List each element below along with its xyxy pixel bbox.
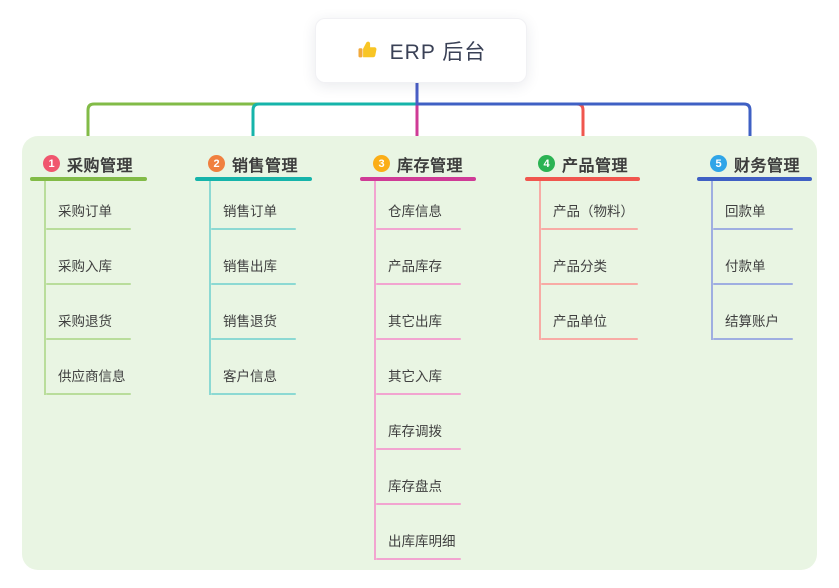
branch-2-header[interactable]: 2 销售管理 (195, 150, 312, 177)
child-item[interactable]: 产品库存 (376, 230, 476, 285)
root-node[interactable]: ERP 后台 (315, 18, 527, 83)
child-underline (541, 338, 638, 340)
child-underline (46, 228, 131, 230)
child-label: 库存盘点 (388, 479, 442, 494)
branch-3-header[interactable]: 3 库存管理 (360, 150, 476, 177)
child-item[interactable]: 其它出库 (376, 285, 476, 340)
child-item[interactable]: 其它入库 (376, 340, 476, 395)
child-label: 回款单 (725, 204, 766, 219)
child-item[interactable]: 采购入库 (46, 230, 147, 285)
branch-5-children: 回款单 付款单 结算账户 (711, 181, 812, 340)
branch-2-underline (195, 177, 312, 181)
branch-1-header[interactable]: 1 采购管理 (30, 150, 147, 177)
child-label: 产品单位 (553, 314, 607, 329)
child-underline (376, 228, 461, 230)
child-underline (376, 393, 461, 395)
child-item[interactable]: 产品（物料） (541, 181, 640, 230)
child-label: 采购订单 (58, 204, 112, 219)
child-label: 销售出库 (223, 259, 277, 274)
branch-3-label: 库存管理 (397, 157, 464, 175)
branch-1-number-badge: 1 (43, 155, 60, 172)
child-underline (376, 503, 461, 505)
branch-3-underline (360, 177, 476, 181)
child-item[interactable]: 销售退货 (211, 285, 312, 340)
child-item[interactable]: 付款单 (713, 230, 812, 285)
branches-panel (22, 136, 817, 570)
child-label: 库存调拨 (388, 424, 442, 439)
thumbs-up-icon (358, 41, 377, 58)
branch-4-header[interactable]: 4 产品管理 (525, 150, 640, 177)
child-label: 销售订单 (223, 204, 277, 219)
child-item[interactable]: 采购订单 (46, 181, 147, 230)
child-underline (211, 338, 296, 340)
child-label: 产品库存 (388, 259, 442, 274)
child-label: 产品分类 (553, 259, 607, 274)
branch-5-number-badge: 5 (710, 155, 727, 172)
child-underline (211, 283, 296, 285)
root-node-label: ERP 后台 (389, 40, 487, 64)
child-underline (713, 228, 793, 230)
branch-5-header[interactable]: 5 财务管理 (697, 150, 812, 177)
child-item[interactable]: 出库库明细 (376, 505, 476, 560)
branch-4-number-badge: 4 (538, 155, 555, 172)
branch-2: 2 销售管理 销售订单 销售出库 销售退货 客户信息 (195, 150, 312, 395)
child-underline (46, 283, 131, 285)
child-label: 供应商信息 (58, 369, 126, 384)
branch-4-underline (525, 177, 640, 181)
branch-1-underline (30, 177, 147, 181)
branch-3-number-badge: 3 (373, 155, 390, 172)
child-underline (376, 558, 461, 560)
child-underline (211, 228, 296, 230)
branch-1: 1 采购管理 采购订单 采购入库 采购退货 供应商信息 (30, 150, 147, 395)
child-underline (211, 393, 296, 395)
child-item[interactable]: 产品分类 (541, 230, 640, 285)
child-item[interactable]: 采购退货 (46, 285, 147, 340)
child-label: 结算账户 (725, 314, 779, 329)
child-underline (713, 283, 793, 285)
branch-1-children: 采购订单 采购入库 采购退货 供应商信息 (44, 181, 147, 395)
branch-5-underline (697, 177, 812, 181)
child-item[interactable]: 供应商信息 (46, 340, 147, 395)
child-label: 销售退货 (223, 314, 277, 329)
child-item[interactable]: 销售出库 (211, 230, 312, 285)
child-label: 付款单 (725, 259, 766, 274)
child-label: 采购入库 (58, 259, 112, 274)
child-underline (376, 448, 461, 450)
child-label: 其它出库 (388, 314, 442, 329)
branch-2-label: 销售管理 (232, 157, 299, 175)
child-item[interactable]: 产品单位 (541, 285, 640, 340)
child-label: 产品（物料） (553, 204, 634, 219)
child-item[interactable]: 库存调拨 (376, 395, 476, 450)
branch-4-children: 产品（物料） 产品分类 产品单位 (539, 181, 640, 340)
branch-4: 4 产品管理 产品（物料） 产品分类 产品单位 (525, 150, 640, 340)
child-item[interactable]: 回款单 (713, 181, 812, 230)
child-underline (46, 393, 131, 395)
child-label: 仓库信息 (388, 204, 442, 219)
branch-2-children: 销售订单 销售出库 销售退货 客户信息 (209, 181, 312, 395)
branch-1-label: 采购管理 (67, 157, 134, 175)
child-label: 出库库明细 (388, 534, 456, 549)
child-underline (541, 283, 638, 285)
child-underline (713, 338, 793, 340)
child-item[interactable]: 结算账户 (713, 285, 812, 340)
child-underline (376, 338, 461, 340)
child-label: 采购退货 (58, 314, 112, 329)
branch-2-number-badge: 2 (208, 155, 225, 172)
child-label: 其它入库 (388, 369, 442, 384)
child-item[interactable]: 库存盘点 (376, 450, 476, 505)
child-item[interactable]: 销售订单 (211, 181, 312, 230)
branch-3-children: 仓库信息 产品库存 其它出库 其它入库 库存调拨 库存盘点 (374, 181, 476, 560)
branch-5: 5 财务管理 回款单 付款单 结算账户 (697, 150, 812, 340)
branch-3: 3 库存管理 仓库信息 产品库存 其它出库 其它入库 库存调拨 (360, 150, 476, 560)
child-item[interactable]: 客户信息 (211, 340, 312, 395)
child-underline (376, 283, 461, 285)
child-item[interactable]: 仓库信息 (376, 181, 476, 230)
child-underline (541, 228, 638, 230)
branch-5-label: 财务管理 (734, 157, 801, 175)
child-underline (46, 338, 131, 340)
child-label: 客户信息 (223, 369, 277, 384)
branch-4-label: 产品管理 (562, 157, 629, 175)
